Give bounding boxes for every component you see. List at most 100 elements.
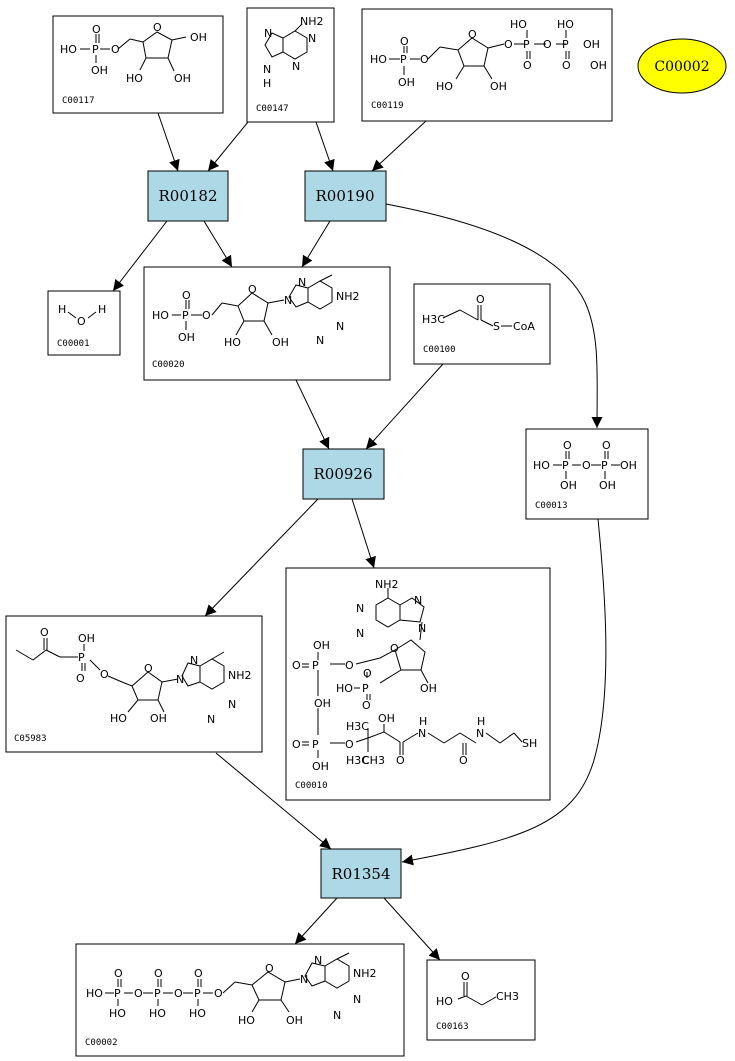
compound-c00147[interactable]: NH2 N N N N H C00147 (246, 7, 335, 123)
atom-label: O (202, 309, 211, 322)
atom-label: OH (178, 331, 195, 344)
atom-label: O (77, 315, 86, 328)
atom-label: O (134, 987, 143, 1000)
compound-c00119[interactable]: HO P O O OH O O P O O HO P O OH HO HO OH… (361, 8, 613, 122)
reaction-r01354[interactable]: R01354 (320, 848, 402, 899)
atom-label: OH (78, 632, 95, 645)
compound-c00117[interactable]: HO P O O OH O OH OH HO C00117 (52, 15, 224, 114)
atom-label: S (493, 320, 500, 333)
atom-label: O (396, 754, 405, 767)
compound-id: C00001 (57, 339, 90, 349)
atom-label: N (418, 727, 426, 740)
edges (112, 112, 607, 961)
atom-label: HO (152, 309, 169, 322)
compound-c00013[interactable]: O O HO P O P OH OH OH C00013 (525, 428, 649, 520)
reaction-r00926[interactable]: R00926 (302, 448, 385, 500)
structure-bonds (553, 451, 620, 479)
compound-id: C00163 (436, 1022, 469, 1032)
atom-label: H3C (346, 754, 369, 767)
edge-r00182-c00020 (203, 220, 233, 268)
reaction-r00182[interactable]: R00182 (147, 170, 229, 222)
atom-label: N (418, 622, 426, 635)
edge-c00147-r00190 (315, 121, 335, 172)
edge-c05983-r01354 (215, 752, 332, 850)
atom-label: H3C (346, 720, 369, 733)
atom-label: O (602, 439, 611, 452)
atom-label: O (40, 626, 49, 639)
atom-label: CoA (513, 320, 535, 333)
atom-label: HO (557, 18, 574, 31)
atom-label: OH (490, 80, 507, 93)
atom-label: HO (533, 459, 550, 472)
atom-label: N (207, 713, 215, 726)
atom-label: O (214, 987, 223, 1000)
atom-label: O (476, 293, 485, 306)
atom-label: O (363, 667, 372, 680)
structure-bonds (105, 952, 350, 1013)
atom-label: H (263, 77, 271, 90)
compound-c05983[interactable]: O OH P O O O N N NH2 N N HO OH C05983 (5, 615, 263, 753)
compound-c00163[interactable]: O HO CH3 C00163 (426, 959, 536, 1041)
atom-label: HO (510, 18, 527, 31)
compound-c00020[interactable]: HO P O O OH O N N NH2 N HO OH N C00020 (143, 266, 391, 381)
atom-label: O (111, 43, 120, 56)
atom-label: N (264, 27, 272, 40)
atom-label: N (336, 320, 344, 333)
compound-c00100[interactable]: H3C O S CoA C00100 (413, 283, 551, 365)
reaction-label: R00926 (313, 465, 372, 483)
atom-label: O (400, 35, 409, 48)
atom-label: SH (522, 737, 537, 750)
compound-id: C00117 (62, 96, 95, 106)
atom-label: O (292, 659, 301, 672)
atom-label: P (601, 459, 608, 472)
reaction-r00190[interactable]: R00190 (304, 170, 387, 222)
atom-label: O (459, 754, 468, 767)
compound-id: C00020 (152, 360, 185, 370)
compound-c00002[interactable]: HO P O P O P O O O O HO HO HO N N NH2 N … (75, 943, 405, 1057)
compound-id: C00119 (371, 101, 404, 111)
atom-label: NH2 (375, 578, 399, 591)
compound-c00010[interactable]: NH2 N N N N OH O O P O O HO P O OH OH O … (285, 567, 551, 801)
compound-c00001[interactable]: H O H C00001 (47, 290, 121, 356)
atom-label: HO (238, 1014, 255, 1027)
highlight-label: C00002 (654, 59, 709, 75)
structure-bonds (442, 305, 512, 327)
structure-bonds (80, 31, 187, 72)
atom-label: OH (398, 76, 415, 89)
highlight-node[interactable]: C00002 (637, 38, 727, 94)
atom-label: HO (436, 995, 453, 1008)
atom-label: HO (436, 80, 453, 93)
reaction-box (320, 848, 402, 899)
atom-label: P (312, 659, 319, 672)
atom-label: N (263, 63, 271, 76)
atom-label: OH (150, 712, 167, 725)
atom-label: OH (599, 479, 616, 492)
edge-r01354-c00163 (383, 897, 441, 961)
atom-label: OH (286, 1014, 303, 1027)
edge-r00190-c00020 (301, 220, 331, 268)
edge-c00020-r00926 (295, 379, 330, 450)
atom-label: HO (126, 72, 143, 85)
atom-label: HO (336, 682, 353, 695)
atom-label: OH (314, 697, 331, 710)
atom-label: P (114, 987, 121, 1000)
atom-label: O (144, 662, 153, 675)
reaction-label: R01354 (331, 865, 390, 883)
compound-id: C00013 (535, 501, 568, 511)
edge-r00926-c05983 (204, 498, 319, 617)
atom-label: OH (590, 59, 607, 72)
atom-label: HO (109, 1007, 126, 1020)
edge-r00926-c00010 (351, 498, 376, 569)
atom-label: O (345, 738, 354, 751)
atom-label: O (543, 38, 552, 51)
atom-label: N (353, 993, 361, 1006)
atom-label: N (308, 32, 316, 45)
edge-c00117-r00182 (157, 112, 180, 172)
edge-r00182-c00001 (112, 220, 168, 292)
atom-label: HO (86, 987, 103, 1000)
atom-label: H (419, 715, 427, 728)
reaction-label: R00190 (315, 187, 374, 205)
atom-label: P (523, 38, 530, 51)
atom-label: HO (149, 1007, 166, 1020)
atom-label: O (390, 642, 399, 655)
